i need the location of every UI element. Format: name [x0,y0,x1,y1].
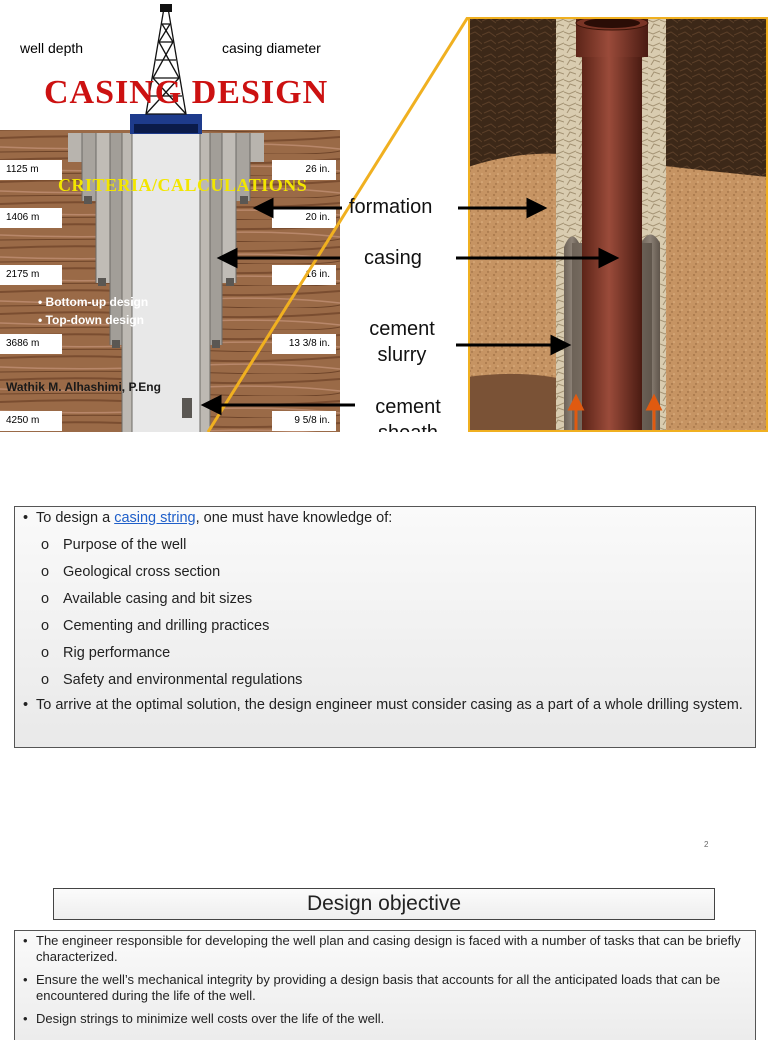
objective-bullet: Ensure the well’s mechanical integrity b… [21,972,747,1004]
requirement-item: Safety and environmental regulations [21,671,747,690]
diameter-label: 20 in. [272,208,336,228]
requirement-item: Purpose of the well [21,536,747,555]
page-number: 2 [704,840,709,849]
cement-sheath-label: cement sheath [375,396,441,432]
method-item: • Top-down design [38,313,144,327]
requirement-item: Geological cross section [21,563,747,582]
well-depth-label: well depth [20,40,84,56]
title-slide: well depth casing diameter CASING DESIGN… [0,0,768,432]
casing-label: casing [364,247,422,269]
depth-label: 1406 m [0,208,62,228]
objective-bullet: Design strings to minimize well costs ov… [21,1011,747,1027]
cement-slurry-label: cement slurry [369,318,435,366]
requirement-item: Cementing and drilling practices [21,617,747,636]
intro-text-end: , one must have knowledge of: [195,510,393,526]
slide-title: CASING DESIGN [44,74,329,111]
requirement-item: Rig performance [21,644,747,663]
objective-bullet: The engineer responsible for developing … [21,933,747,965]
design-methods-list: • Bottom-up design • Top-down design [38,293,148,329]
author-name: Wathik M. Alhashimi, P.Eng [6,380,161,394]
design-objective-title: Design objective [53,888,715,920]
diameter-label: 9 5/8 in. [272,411,336,431]
slide-subtitle: CRITERIA/CALCULATIONS [58,175,308,195]
casing-diameter-label: casing diameter [222,40,321,56]
intro-bullet: To design a casing string, one must have… [21,509,747,528]
requirement-item: Available casing and bit sizes [21,590,747,609]
depth-label: 1125 m [0,160,62,180]
zoom-connector-line [206,17,470,432]
diameter-label: 16 in. [272,265,336,285]
formation-label: formation [349,196,433,218]
diameter-label: 13 3/8 in. [272,334,336,354]
casing-string-link[interactable]: casing string [114,510,196,526]
depth-label: 4250 m [0,411,62,431]
conclusion-bullet: To arrive at the optimal solution, the d… [21,696,747,715]
depth-label: 2175 m [0,265,62,285]
intro-text: To design a [36,510,115,526]
depth-label: 3686 m [0,334,62,354]
requirements-box: To design a casing string, one must have… [14,506,756,748]
design-objective-box: The engineer responsible for developing … [14,930,756,1040]
well-schematic-figure [0,4,340,432]
wellbore-cross-section-figure [468,17,768,432]
diameter-label: 26 in. [272,160,336,180]
method-item: • Bottom-up design [38,295,149,309]
annotation-arrows [200,197,620,416]
